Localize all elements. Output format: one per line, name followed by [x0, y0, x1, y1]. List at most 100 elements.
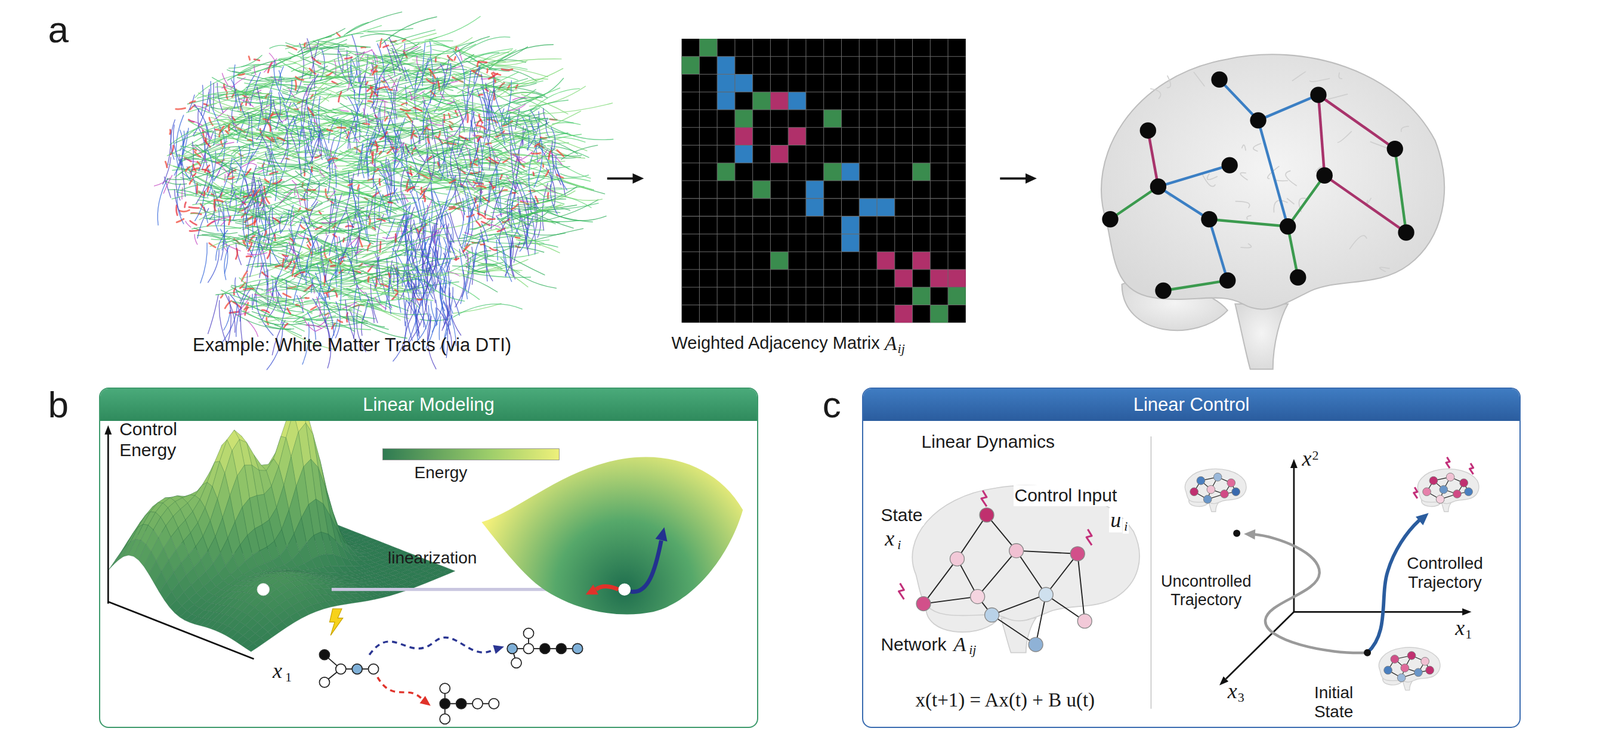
white-matter-tracts	[184, 202, 187, 208]
white-matter-tracts	[338, 50, 344, 74]
white-matter-tracts	[467, 272, 531, 278]
white-matter-tracts	[430, 110, 473, 122]
white-matter-tracts	[212, 83, 215, 110]
white-matter-tracts	[476, 186, 486, 188]
white-matter-tracts	[329, 261, 399, 281]
white-matter-tracts	[466, 70, 472, 110]
white-matter-tracts	[476, 221, 481, 228]
white-matter-tracts	[331, 232, 366, 239]
white-matter-tracts	[260, 177, 272, 206]
white-matter-tracts	[394, 289, 398, 292]
white-matter-tracts	[225, 294, 236, 333]
white-matter-tracts	[466, 250, 469, 269]
white-matter-tracts	[412, 121, 425, 162]
white-matter-tracts	[157, 178, 168, 226]
white-matter-tracts	[368, 277, 369, 283]
white-matter-tracts	[459, 50, 506, 62]
white-matter-tracts	[371, 99, 434, 119]
white-matter-tracts	[551, 127, 556, 150]
white-matter-tracts	[346, 151, 399, 173]
white-matter-tracts	[487, 224, 501, 228]
white-matter-tracts	[228, 216, 231, 225]
white-matter-tracts	[235, 242, 242, 265]
white-matter-tracts	[208, 294, 219, 334]
white-matter-tracts	[176, 205, 178, 215]
white-matter-tracts	[501, 69, 513, 70]
white-matter-tracts	[344, 180, 374, 181]
white-matter-tracts	[260, 192, 267, 243]
white-matter-tracts	[233, 287, 236, 295]
white-matter-tracts	[349, 274, 404, 292]
white-matter-tracts	[375, 168, 379, 172]
white-matter-tracts	[367, 199, 373, 220]
white-matter-tracts	[190, 141, 194, 178]
white-matter-tracts	[274, 234, 276, 242]
white-matter-tracts	[413, 196, 420, 224]
white-matter-tracts	[334, 111, 404, 125]
white-matter-tracts	[207, 150, 214, 197]
white-matter-tracts	[185, 221, 191, 228]
white-matter-tracts	[306, 325, 322, 329]
white-matter-tracts	[225, 130, 229, 134]
white-matter-tracts	[241, 271, 247, 281]
white-matter-tracts	[480, 264, 528, 288]
white-matter-tracts	[300, 225, 305, 230]
white-matter-tracts	[224, 245, 230, 280]
white-matter-tracts	[433, 159, 475, 171]
white-matter-tracts	[220, 211, 225, 261]
white-matter-tracts	[344, 57, 352, 59]
white-matter-tracts	[279, 42, 327, 60]
white-matter-tracts	[445, 63, 452, 88]
white-matter-tracts	[192, 203, 242, 211]
white-matter-tracts	[357, 157, 362, 177]
white-matter-tracts	[241, 286, 263, 290]
white-matter-tracts	[350, 259, 355, 284]
white-matter-tracts	[382, 45, 403, 55]
white-matter-tracts	[246, 255, 252, 258]
white-matter-tracts	[459, 136, 468, 140]
white-matter-tracts	[400, 168, 406, 208]
white-matter-tracts	[347, 100, 363, 149]
white-matter-tracts	[394, 234, 397, 243]
white-matter-tracts	[381, 125, 438, 135]
white-matter-tracts	[438, 238, 442, 260]
white-matter-tracts	[385, 218, 395, 240]
white-matter-tracts	[379, 151, 382, 154]
white-matter-tracts	[404, 195, 409, 203]
white-matter-tracts	[193, 164, 196, 172]
white-matter-tracts	[277, 137, 285, 141]
white-matter-tracts	[531, 153, 541, 154]
white-matter-tracts	[431, 301, 438, 325]
white-matter-tracts	[212, 77, 270, 100]
white-matter-tracts	[376, 39, 398, 45]
white-matter-tracts	[409, 99, 460, 119]
white-matter-tracts	[516, 166, 570, 180]
white-matter-tracts	[255, 295, 274, 336]
white-matter-tracts	[297, 36, 332, 53]
white-matter-tracts	[279, 88, 325, 103]
white-matter-tracts	[382, 264, 420, 270]
white-matter-tracts	[231, 301, 280, 322]
white-matter-tracts	[327, 181, 378, 200]
white-matter-tracts	[367, 28, 413, 32]
white-matter-tracts	[193, 227, 238, 234]
white-matter-tracts	[354, 49, 372, 55]
white-matter-tracts	[304, 294, 341, 302]
white-matter-tracts	[474, 234, 483, 268]
white-matter-tracts	[204, 103, 209, 106]
white-matter-tracts	[235, 248, 238, 259]
white-matter-tracts	[400, 226, 403, 235]
white-matter-tracts	[474, 164, 478, 166]
white-matter-tracts	[245, 112, 250, 139]
white-matter-tracts	[428, 147, 490, 181]
white-matter-tracts	[258, 114, 292, 117]
white-matter-tracts	[539, 133, 568, 140]
white-matter-tracts	[453, 303, 502, 314]
white-matter-tracts	[351, 34, 360, 82]
white-matter-tracts	[334, 165, 336, 188]
white-matter-tracts	[392, 123, 438, 135]
white-matter-tracts	[163, 175, 172, 194]
white-matter-tracts	[272, 217, 280, 223]
white-matter-tracts	[303, 33, 364, 57]
white-matter-tracts	[296, 189, 301, 206]
